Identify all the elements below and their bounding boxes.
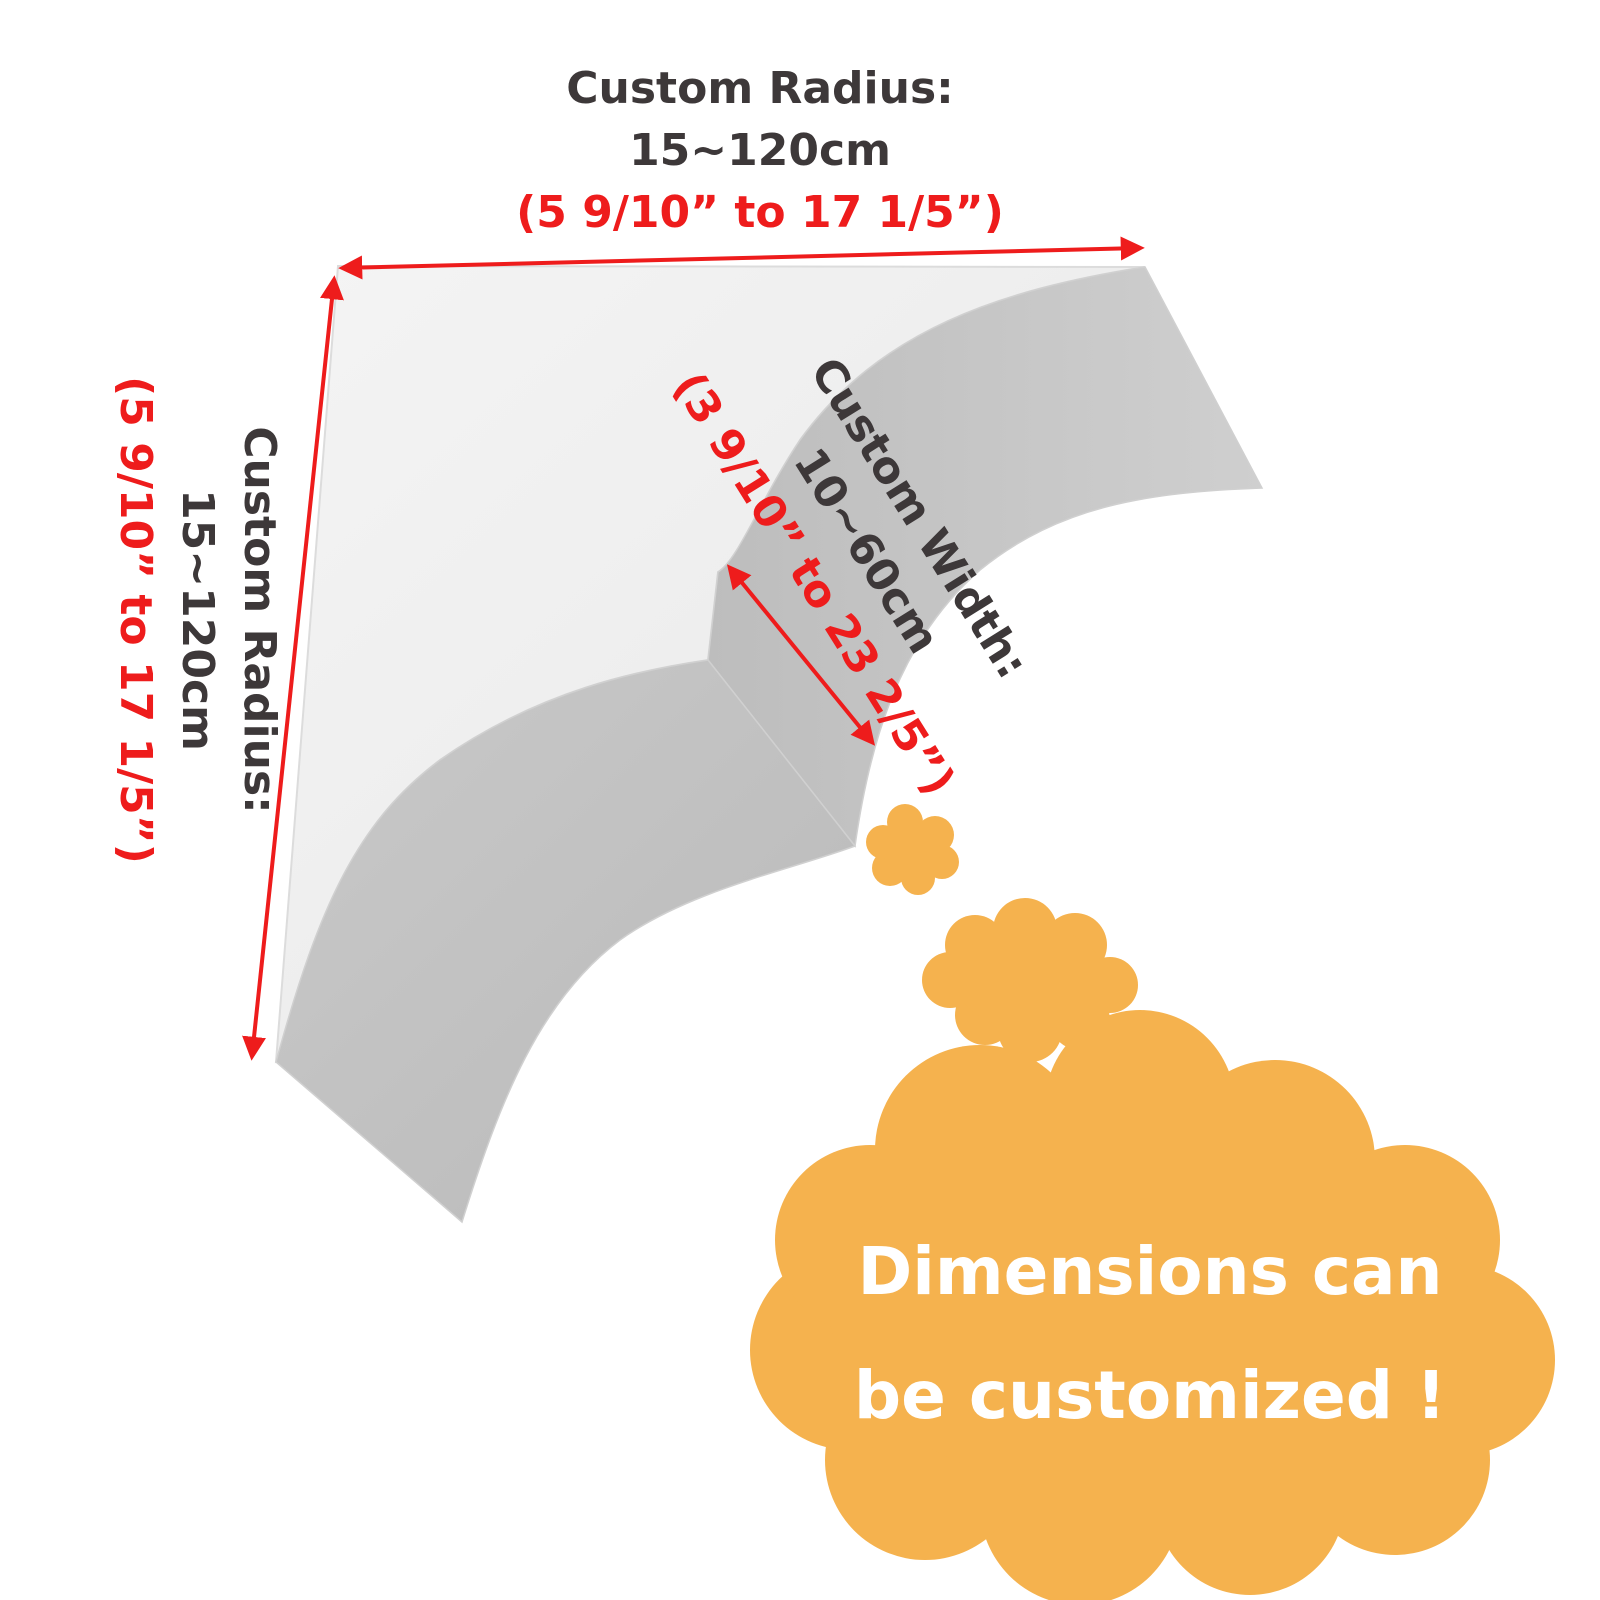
customization-callout: Dimensions can be customized ! <box>790 1210 1510 1458</box>
top-radius-label: Custom Radius: 15~120cm (5 9/10” to 17 1… <box>380 58 1140 244</box>
left-radius-value-cm: 15~120cm <box>172 489 223 751</box>
width-arrow <box>726 564 876 746</box>
callout-line-2: be customized ! <box>853 1357 1447 1434</box>
left-radius-value-in: (5 9/10” to 17 1/5”) <box>110 376 161 864</box>
top-radius-value-cm: 15~120cm <box>629 125 891 176</box>
panel-left-curve <box>275 659 857 1224</box>
left-radius-arrow <box>242 275 344 1061</box>
large-cloud <box>750 1010 1555 1600</box>
top-radius-title: Custom Radius: <box>566 63 954 114</box>
top-radius-arrow <box>338 236 1145 280</box>
callout-line-1: Dimensions can <box>857 1233 1443 1310</box>
small-cloud <box>866 804 959 895</box>
left-radius-title: Custom Radius: <box>234 426 285 814</box>
top-radius-value-in: (5 9/10” to 17 1/5”) <box>516 187 1004 238</box>
